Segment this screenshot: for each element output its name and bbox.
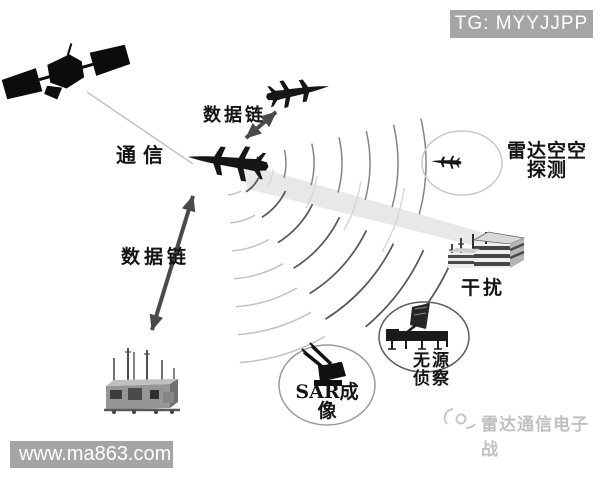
passive-recon-line1: 无源 (413, 351, 451, 371)
fighter-jet-icon-wingman (263, 72, 332, 111)
jamming-label: 干扰 (461, 277, 506, 299)
radar-beam-wedge (236, 161, 515, 256)
sar-imaging-line2: 像 (317, 400, 337, 422)
telegram-watermark-badge: TG: MYYJJPP (450, 10, 593, 38)
sar-imaging-label: SAR成 像 (294, 383, 360, 421)
url-watermark-badge: www.ma863.com (10, 441, 173, 468)
wave-fan-faint (267, 169, 405, 253)
comm-line (86, 91, 194, 165)
communication-label: 通信 (116, 143, 170, 167)
radar-air-detection-label: 雷达空空 探测 (502, 142, 592, 180)
passive-recon-ellipse (378, 301, 470, 373)
ground-station-icon (104, 348, 180, 414)
radar-air-detection-line2: 探测 (526, 159, 567, 181)
passive-recon-line2: 侦察 (413, 369, 451, 389)
datalink-arrow-ground (149, 195, 196, 331)
datalink-arrow-air (244, 110, 278, 140)
radar-air-detection-line1: 雷达空空 (506, 140, 587, 162)
wave-fan-sar (228, 190, 326, 364)
aa-launcher-icon (301, 342, 346, 386)
datalink-air-label: 数据链 (203, 105, 266, 126)
sar-imaging-line1: SAR成 (295, 381, 359, 403)
satellite-icon (1, 43, 131, 100)
sar-ellipse (278, 344, 376, 426)
datalink-ground-label: 数据链 (121, 246, 191, 268)
radar-vehicle-icon (386, 303, 448, 350)
passive-recon-label: 无源 侦察 (401, 352, 463, 388)
fighter-jet-icon-target (430, 154, 462, 170)
radar-swirl-icon (443, 408, 476, 429)
building-icon (448, 231, 526, 268)
air-target-ellipse (421, 130, 503, 196)
brand-wordmark: 雷达通信电子战 (481, 415, 589, 460)
